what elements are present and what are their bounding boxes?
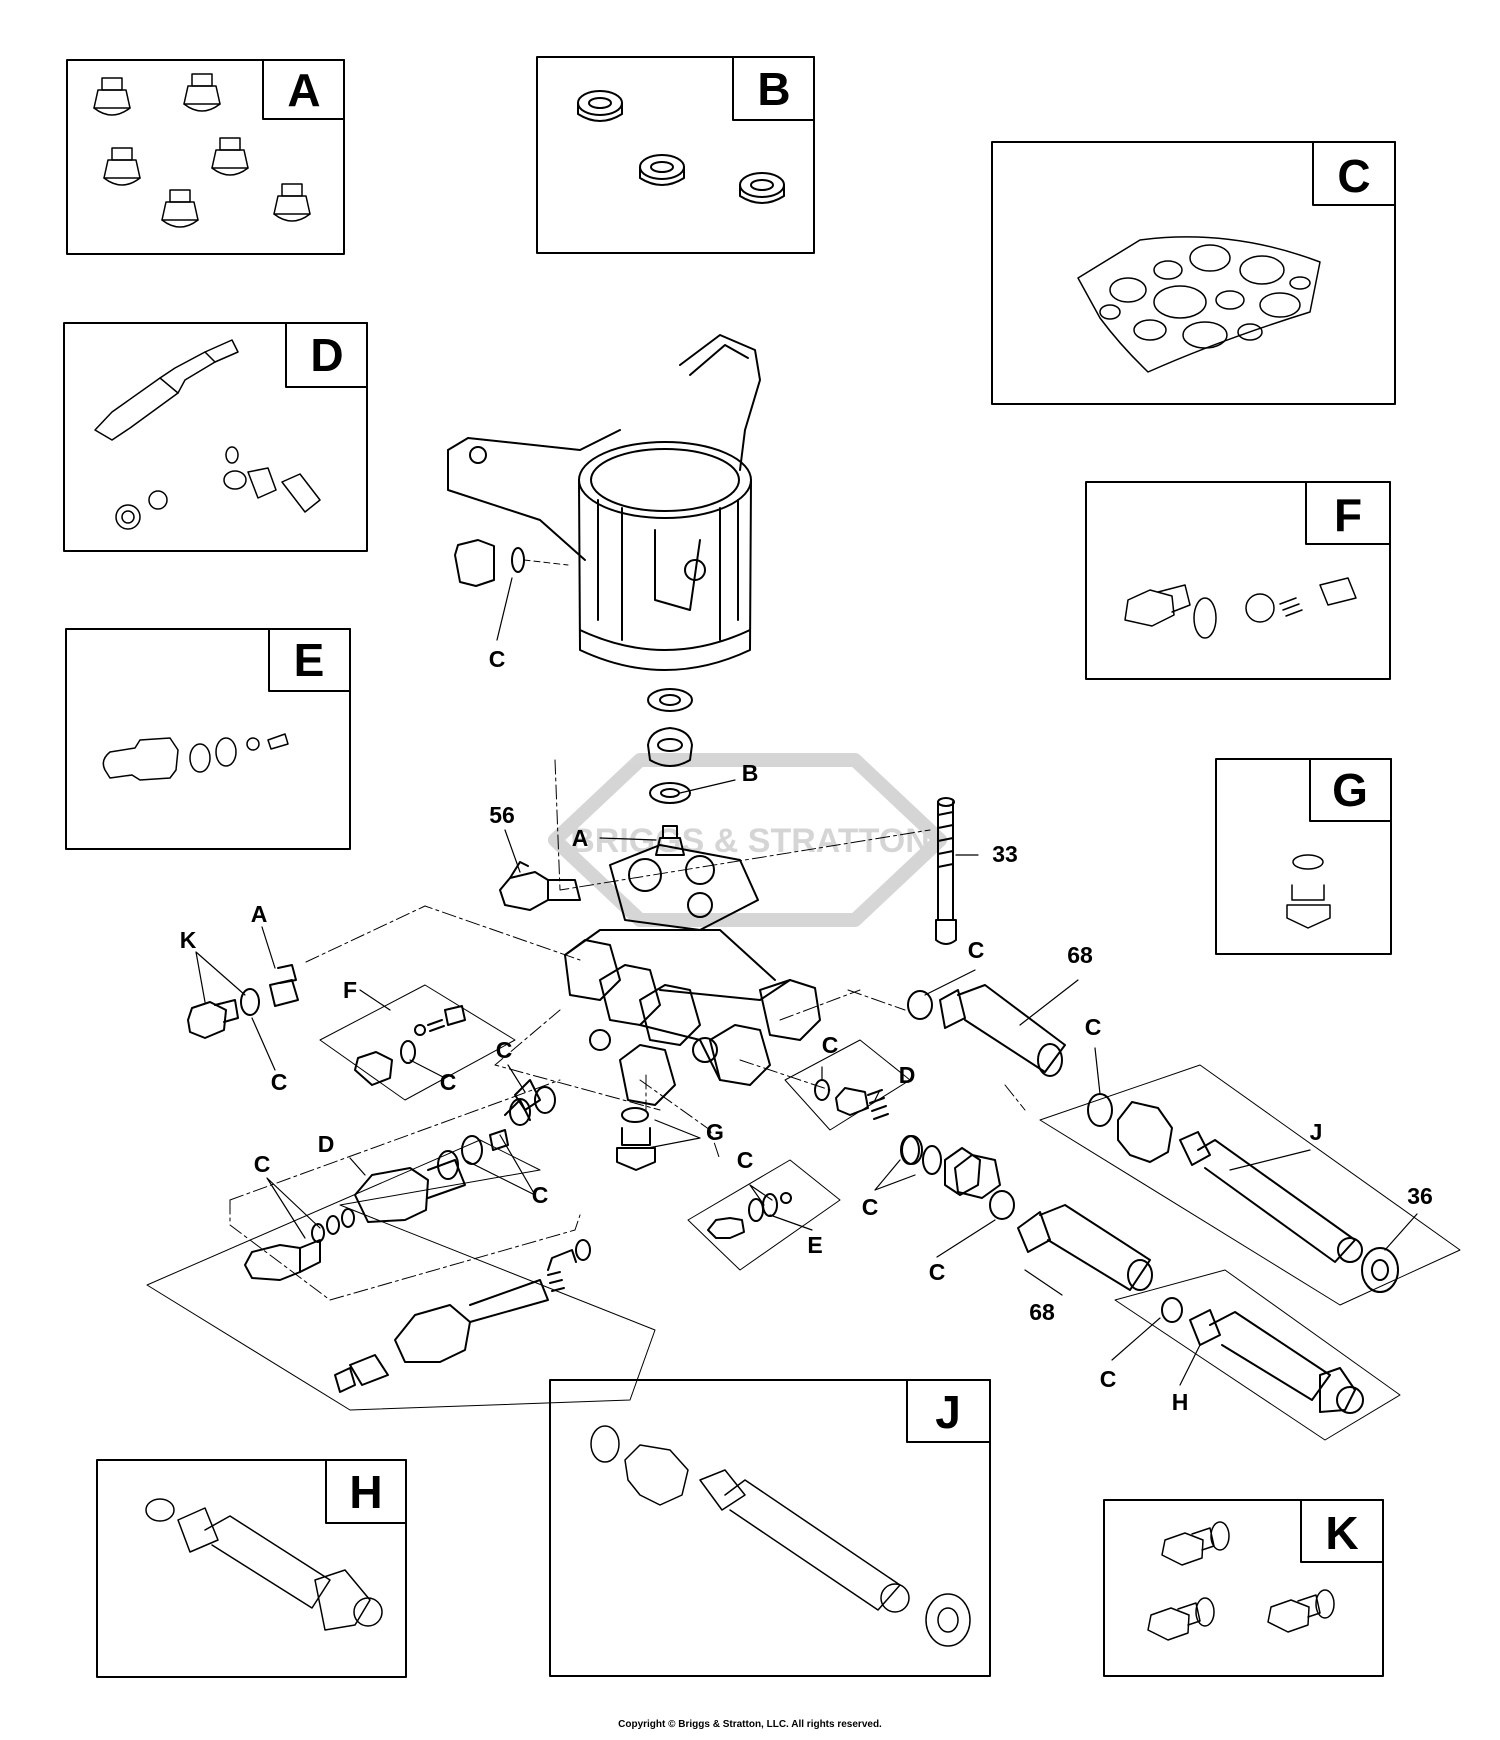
hose-adapter-icon: [590, 1425, 971, 1647]
extension-tube-icon: [145, 1498, 383, 1631]
drain-plug-g-part: [616, 1107, 656, 1171]
kit-box-b-label: B: [757, 63, 790, 115]
callout-c-d2: C: [822, 1032, 839, 1058]
kit-box-g-label: G: [1332, 764, 1368, 816]
kit-box-j[interactable]: J: [549, 1379, 991, 1677]
crankcase-housing: [447, 334, 761, 671]
kit-box-d[interactable]: D: [63, 322, 368, 552]
check-valve-icon: [93, 73, 311, 228]
kit-box-g[interactable]: G: [1215, 758, 1392, 955]
callout-a-left: A: [251, 901, 268, 927]
manifold-body: [564, 844, 821, 1106]
unloader-valve-icon: [94, 339, 321, 530]
hose-extension-68-bottom: [989, 1190, 1153, 1291]
kit-box-c[interactable]: C: [991, 141, 1396, 405]
callout-c-dright: C: [532, 1182, 549, 1208]
unloader-fitting-56: [499, 861, 581, 911]
kit-box-b[interactable]: B: [536, 56, 815, 254]
plug-k-part: [187, 988, 260, 1039]
kit-box-d-label: D: [310, 329, 343, 381]
seal-ring-icon: [577, 90, 785, 204]
kit-box-f[interactable]: F: [1085, 481, 1391, 680]
callout-labels: C B A 56 33 A K C F C C D C C G C E C D …: [180, 646, 1433, 1415]
watermark-text: BRIGGS & STRATTON: [570, 822, 930, 860]
detail-platforms: [146, 984, 1461, 1441]
callout-e-mid: E: [807, 1232, 822, 1258]
kit-box-k[interactable]: K: [1103, 1499, 1384, 1677]
kit-box-k-label: K: [1325, 1507, 1358, 1559]
callout-56: 56: [489, 802, 515, 828]
callout-d-left: D: [318, 1131, 335, 1157]
bolt-33: [935, 797, 957, 945]
callout-c-f: C: [440, 1069, 457, 1095]
oring-kit-bag-icon: [1077, 236, 1321, 373]
callout-c-rc2: C: [929, 1259, 946, 1285]
callout-33: 33: [992, 841, 1018, 867]
kit-box-h[interactable]: H: [96, 1459, 407, 1678]
callout-c-j: C: [1085, 1014, 1102, 1040]
quick-connect-icon: [102, 733, 289, 781]
kit-box-j-label: J: [935, 1386, 961, 1438]
kit-box-e[interactable]: E: [65, 628, 351, 850]
callout-c-h: C: [1100, 1366, 1117, 1392]
leader-lines: [195, 577, 1418, 1386]
callout-c-left: C: [271, 1069, 288, 1095]
piston-seals-stack: [647, 688, 693, 804]
callout-36: 36: [1407, 1183, 1433, 1209]
callout-h-right: H: [1172, 1389, 1189, 1415]
kit-box-h-label: H: [349, 1466, 382, 1518]
drain-plug-icon: [1286, 854, 1331, 929]
kit-box-f-label: F: [1334, 489, 1362, 541]
f-kit-parts: [354, 1005, 466, 1086]
callout-f-left: F: [343, 977, 357, 1003]
callout-c-rc1: C: [862, 1194, 879, 1220]
extension-tube-h-part: [1161, 1297, 1364, 1414]
callout-68-top: 68: [1067, 942, 1093, 968]
callout-b-seal: B: [742, 760, 759, 786]
kit-box-a[interactable]: A: [66, 59, 345, 255]
assembly-guide-lines: [229, 759, 1026, 1301]
callout-g-mid: G: [706, 1119, 724, 1145]
plug-spring-icon: [1124, 577, 1357, 639]
callout-c-e: C: [737, 1147, 754, 1173]
kit-box-e-label: E: [294, 634, 325, 686]
callout-c-dleft: C: [254, 1151, 271, 1177]
callout-a-valve: A: [572, 825, 589, 851]
hose-extension-68-top: [907, 984, 1066, 1077]
quick-connect-e-part: [707, 1192, 792, 1239]
d-kit-left-parts: [244, 1079, 591, 1393]
callout-68-bottom: 68: [1029, 1299, 1055, 1325]
housing-plug-part: [454, 539, 569, 587]
filter-cap-36: [1361, 1247, 1399, 1293]
kit-box-c-label: C: [1337, 150, 1370, 202]
callout-c-68top: C: [968, 937, 985, 963]
callout-k-left: K: [180, 927, 197, 953]
check-valve-part: [655, 825, 685, 856]
plug-oring-icon: [1147, 1521, 1335, 1641]
callout-c-mid: C: [496, 1037, 513, 1063]
callout-j-right: J: [1310, 1119, 1323, 1145]
check-valve-a-left-part: [269, 964, 299, 1007]
callout-c-manifold: C: [489, 646, 506, 672]
copyright-notice: Copyright © Briggs & Stratton, LLC. All …: [618, 1719, 882, 1730]
callout-d-right: D: [899, 1062, 916, 1088]
kit-box-a-label: A: [287, 64, 320, 116]
center-valve-parts: [901, 1135, 1001, 1199]
